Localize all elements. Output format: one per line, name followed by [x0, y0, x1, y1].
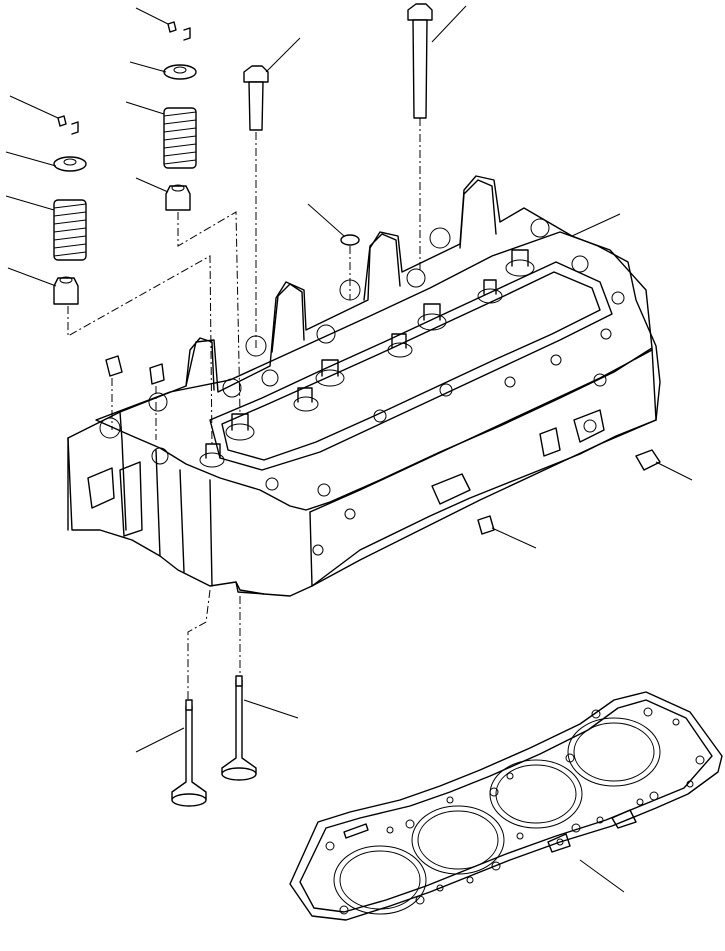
valve-keeper: [57, 21, 191, 135]
head-bolt-long: [407, 3, 433, 119]
plug: [477, 449, 661, 535]
cylinder-head-gasket: [289, 691, 723, 921]
valve-spring: [53, 107, 197, 261]
valve-stem-seal: [53, 184, 191, 305]
leader-lines: [5, 5, 693, 893]
centerlines: [67, 118, 421, 700]
spring-retainer: [53, 64, 197, 172]
cylinder-head: [67, 175, 661, 597]
exhaust-valve: [171, 699, 207, 807]
dowel-sleeve: [105, 234, 360, 385]
head-bolt-short: [243, 65, 269, 131]
intake-valve: [221, 675, 257, 781]
